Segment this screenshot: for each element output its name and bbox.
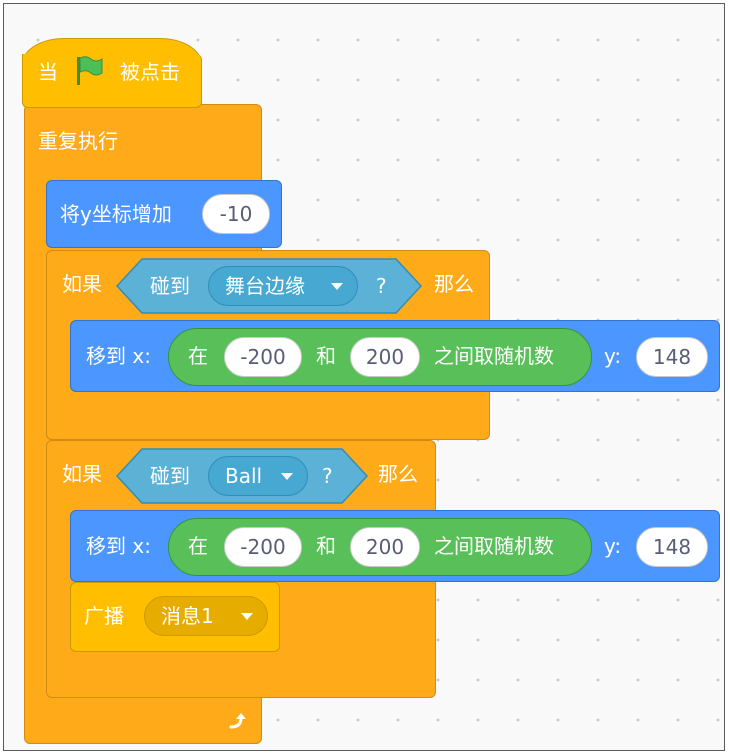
goto1-y-input[interactable]: 148	[636, 337, 708, 377]
if2-question-mark: ?	[322, 464, 333, 488]
random1-to-input[interactable]: 200	[350, 337, 420, 377]
goto1-y-label: y:	[604, 344, 622, 368]
if1-touching-label: 碰到	[150, 274, 190, 298]
if1-arm	[46, 250, 70, 440]
if2-target-dropdown[interactable]: Ball	[208, 456, 308, 496]
hat-clicked-label: 被点击	[120, 60, 180, 84]
broadcast-message-value: 消息1	[161, 604, 214, 628]
random1-from-input[interactable]: -200	[224, 337, 302, 377]
hat-when-label: 当	[38, 60, 58, 84]
if2-touching-label: 碰到	[150, 464, 190, 488]
if2-if-label: 如果	[62, 462, 102, 486]
random1-and-label: 和	[316, 344, 336, 368]
random2-between-label: 之间取随机数	[434, 534, 554, 558]
broadcast-message-dropdown[interactable]: 消息1	[144, 596, 268, 636]
change-y-label: 将y坐标增加	[60, 202, 172, 226]
hat-body	[22, 54, 202, 108]
random1-between-label: 之间取随机数	[434, 344, 554, 368]
forever-label: 重复执行	[38, 129, 118, 153]
if1-target-dropdown[interactable]: 舞台边缘	[208, 266, 358, 306]
if1-if-label: 如果	[62, 272, 102, 296]
random2-to-input[interactable]: 200	[350, 527, 420, 567]
random2-from-input[interactable]: -200	[224, 527, 302, 567]
random2-in-label: 在	[188, 534, 208, 558]
if1-target-value: 舞台边缘	[225, 274, 305, 298]
random2-and-label: 和	[316, 534, 336, 558]
loop-arrow-icon	[229, 713, 246, 729]
chevron-down-icon	[331, 283, 343, 290]
goto2-y-input[interactable]: 148	[636, 527, 708, 567]
broadcast-label: 广播	[84, 604, 124, 628]
if1-question-mark: ?	[376, 274, 387, 298]
chevron-down-icon	[281, 473, 293, 480]
goto1-label: 移到 x:	[86, 344, 151, 368]
change-y-value-input[interactable]: -10	[202, 194, 270, 234]
if2-then-label: 那么	[378, 462, 418, 486]
if2-target-value: Ball	[225, 464, 263, 488]
goto2-label: 移到 x:	[86, 534, 151, 558]
code-area[interactable]: 重复执行 当 被点击 将y坐标增加 -10 如果 碰到 舞台边缘 ? 那么 移到…	[3, 3, 725, 751]
goto2-y-label: y:	[604, 534, 622, 558]
green-flag-icon	[77, 56, 103, 85]
if1-then-label: 那么	[434, 272, 474, 296]
random1-in-label: 在	[188, 344, 208, 368]
chevron-down-icon	[241, 613, 253, 620]
